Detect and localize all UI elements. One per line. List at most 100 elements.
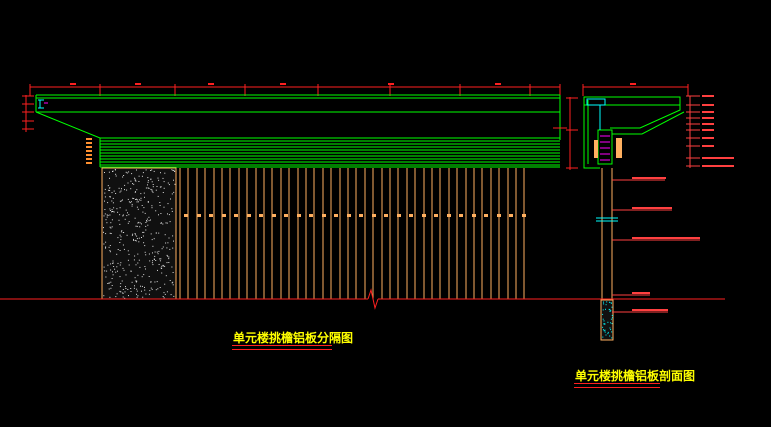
speckle [168,184,170,186]
speckle [127,289,129,290]
callout-text-mark [702,137,714,139]
speckle [166,254,168,256]
speckle [103,227,104,229]
speckle [165,242,167,244]
slat-marker [322,214,326,217]
speckle [150,219,151,221]
speckle [136,225,138,227]
speckle [137,253,139,255]
speckle [120,200,122,202]
speckle [161,268,163,269]
speckle [152,252,153,254]
footing-speckle [606,301,608,303]
speckle [108,171,110,173]
footing-speckle [610,302,612,304]
speckle [110,233,112,234]
speckle [166,247,168,249]
speckle [160,258,162,260]
speckle [158,264,160,265]
speckle [108,282,110,284]
speckle [171,266,173,268]
speckle [115,193,117,194]
speckle [173,295,175,297]
speckle [168,237,170,239]
speckle [162,192,164,193]
speckle [122,292,124,294]
speckle [106,216,108,218]
speckle [142,211,144,213]
footing-speckle [608,308,610,310]
speckle [168,214,170,216]
speckle [149,260,151,262]
section-top-dimension [582,84,689,96]
speckle [124,189,125,191]
speckle [131,234,133,236]
speckle [136,238,138,240]
slat-marker [409,214,413,217]
callout-text-mark [702,157,734,159]
speckle [154,281,156,283]
speckle [148,216,150,218]
speckle [109,177,110,179]
speckle [141,237,142,238]
speckle [128,171,130,173]
footing-speckle [609,301,610,303]
speckle [136,293,137,295]
speckle [150,178,152,180]
speckle [112,170,114,172]
speckle [166,262,168,264]
speckle [173,169,175,171]
speckle [162,246,164,248]
speckle [138,199,140,201]
speckle [163,206,165,208]
speckle [126,234,128,236]
speckle [114,268,116,270]
speckle [112,202,114,204]
speckle [111,226,113,228]
cornice-top-band [35,94,561,140]
speckle [171,210,173,212]
speckle [104,213,106,215]
speckle [138,221,140,223]
speckle [115,175,117,177]
speckle [135,240,137,242]
speckle [104,200,105,202]
speckle [127,250,129,252]
speckle [120,239,122,241]
section-title-underline-2 [574,387,660,388]
speckle [118,187,120,189]
speckle [167,242,169,244]
speckle [168,262,170,263]
speckle [126,172,128,174]
speckle [120,291,122,293]
speckle [155,210,157,212]
speckle [150,233,152,235]
speckle [164,172,166,174]
speckle [141,205,143,206]
footing-speckle [610,329,612,331]
speckle [111,209,113,211]
speckle [173,179,174,181]
speckle [117,262,119,264]
slat-marker [472,214,476,217]
speckle [160,222,162,224]
speckle [122,199,123,201]
speckle [141,290,142,292]
footing-speckle [605,304,607,306]
slat-marker [447,214,451,217]
speckle [134,255,136,257]
speckle [108,189,110,191]
speckle [111,211,113,212]
speckle [130,270,132,272]
speckle [145,169,147,171]
footing-speckle [611,315,613,316]
speckle [122,267,124,269]
speckle [119,250,121,251]
section-column-break [596,217,618,222]
speckle [135,280,137,282]
speckle [122,176,124,178]
speckle [122,215,124,217]
speckle [119,234,121,236]
speckle [112,274,114,276]
